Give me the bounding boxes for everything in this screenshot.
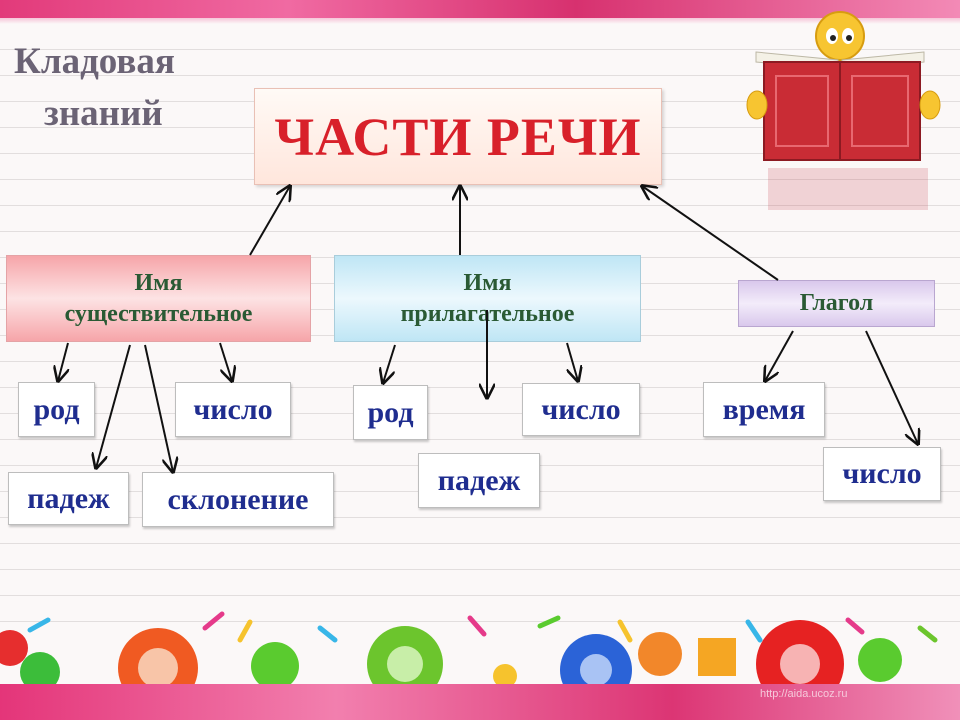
top-decorative-band — [0, 0, 960, 24]
noun-feature-declension: склонение — [142, 472, 334, 527]
adjective-feature-case-label: падеж — [437, 463, 521, 497]
adjective-feature-number: число — [522, 383, 640, 436]
watermark-url: http://aida.ucoz.ru — [760, 688, 848, 700]
noun-label-line-2: существительное — [64, 300, 253, 327]
adjective-label-line-1: Имя — [463, 269, 512, 296]
verb-label: Глагол — [799, 290, 874, 316]
noun-feature-case: падеж — [8, 472, 129, 525]
adjective-feature-number-label: число — [541, 392, 621, 426]
verb-feature-tense: время — [703, 382, 825, 437]
verb-feature-number-label: число — [842, 457, 922, 490]
noun-feature-gender-label: род — [33, 392, 80, 426]
noun-label-line-1: Имя — [134, 269, 183, 296]
noun-feature-number: число — [175, 382, 291, 437]
verb-category-box: Глагол — [738, 280, 935, 327]
brand-line-2: знаний — [44, 93, 163, 134]
parts-of-speech-title-box: ЧАСТИ РЕЧИ — [254, 88, 662, 185]
verb-feature-number: число — [823, 447, 941, 501]
adjective-feature-case: падеж — [418, 453, 540, 508]
verb-feature-tense-label: время — [722, 392, 806, 426]
noun-feature-number-label: число — [193, 392, 273, 426]
bottom-decorative-band — [0, 684, 960, 720]
brand-line-1: Кладовая — [14, 41, 175, 82]
brand-caption: Кладовая знаний — [14, 36, 244, 140]
noun-feature-declension-label: склонение — [167, 482, 309, 516]
adjective-feature-gender-label: род — [367, 395, 414, 429]
noun-category-box: Имя существительное — [6, 255, 311, 342]
adjective-feature-gender: род — [353, 385, 428, 440]
noun-feature-case-label: падеж — [27, 481, 110, 515]
parts-of-speech-title: ЧАСТИ РЕЧИ — [274, 106, 642, 167]
